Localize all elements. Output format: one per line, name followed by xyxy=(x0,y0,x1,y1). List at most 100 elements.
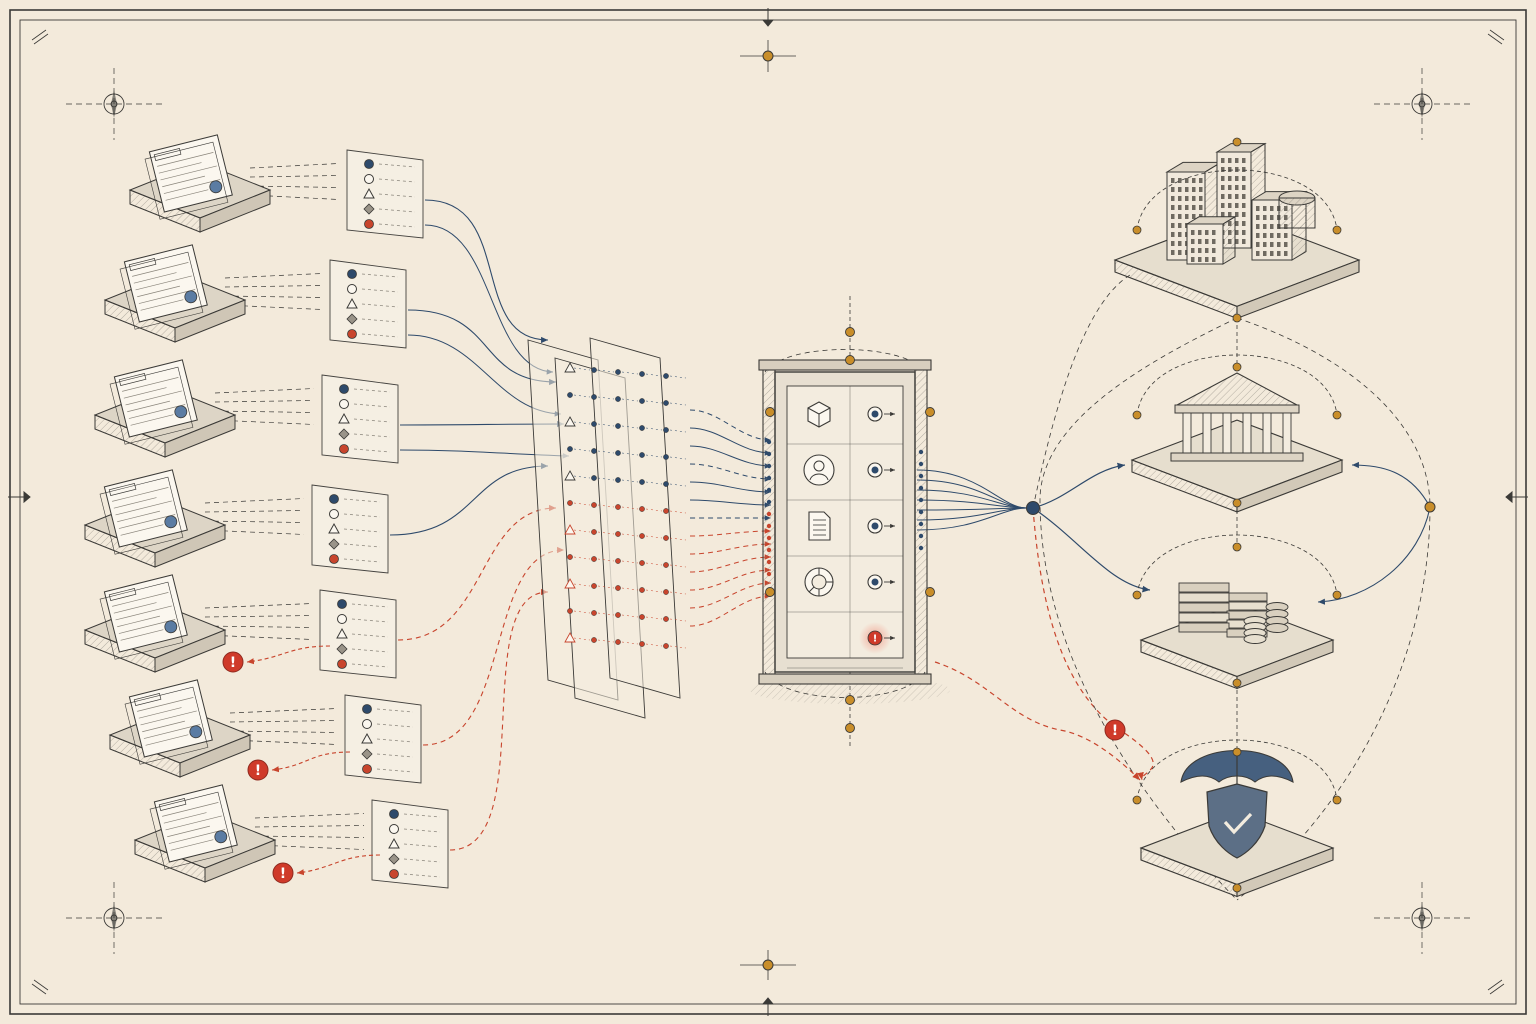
diamond-marker-icon xyxy=(361,748,414,760)
bank xyxy=(1130,354,1344,513)
document-sheet xyxy=(124,679,213,765)
grid-dot xyxy=(615,369,621,375)
input-port xyxy=(766,463,772,469)
flow-line xyxy=(689,580,772,609)
bill-stack xyxy=(1226,601,1268,611)
flow-line xyxy=(689,528,772,537)
document-sheet xyxy=(149,784,238,870)
flow-line xyxy=(204,603,313,609)
junction-node xyxy=(925,587,935,597)
filled-circle-marker-icon xyxy=(329,494,381,504)
flow-line xyxy=(224,304,323,310)
flow-line xyxy=(916,507,1028,531)
junction-node xyxy=(1232,542,1242,552)
bill-stack xyxy=(1178,622,1230,633)
triangle-marker-icon xyxy=(363,187,416,199)
alert-icon: ! xyxy=(272,862,294,884)
grid-dot xyxy=(639,479,645,485)
flow-line xyxy=(214,410,315,413)
grid-dot xyxy=(639,587,645,593)
alert-indicator-icon: ! xyxy=(859,622,895,654)
destination-platforms xyxy=(1026,137,1436,898)
svg-text:!: ! xyxy=(873,634,878,645)
compass-crosshair-icon xyxy=(1374,68,1470,140)
grid-dot xyxy=(639,452,645,458)
orange-circle-marker-icon xyxy=(362,764,414,774)
flow-line xyxy=(1032,507,1154,781)
border-frame xyxy=(8,8,1528,1016)
orange-circle-marker-icon xyxy=(329,554,381,564)
coin xyxy=(1265,623,1289,633)
flow-line xyxy=(1039,317,1238,901)
diamond-marker-icon xyxy=(336,643,389,655)
bill-stack xyxy=(1178,582,1230,593)
input-port xyxy=(766,511,772,517)
grid-dot xyxy=(639,506,645,512)
grid-dot xyxy=(591,367,597,373)
output-port xyxy=(918,509,924,515)
top-center-marker xyxy=(740,40,796,72)
document-sheet xyxy=(99,574,188,660)
grid-dot xyxy=(663,616,669,622)
grid-dot xyxy=(591,637,597,643)
crosshair-ornaments xyxy=(66,68,1470,954)
bill-stack xyxy=(1178,602,1230,613)
bottom-center-marker xyxy=(740,950,796,980)
input-port xyxy=(766,571,772,577)
output-port xyxy=(918,461,924,467)
flow-line xyxy=(229,708,338,714)
flow-line xyxy=(689,499,772,508)
grid-dot xyxy=(615,504,621,510)
flow-line xyxy=(254,835,365,838)
document-on-pallet-icon xyxy=(83,469,227,568)
city-buildings xyxy=(1113,137,1361,323)
junction-node xyxy=(845,723,855,733)
shield xyxy=(1206,783,1268,859)
cabinet-top xyxy=(758,359,932,371)
junction-node xyxy=(1232,137,1242,147)
document-on-pallet-icon xyxy=(93,359,237,458)
junction-node xyxy=(1132,410,1142,420)
document-tray-6 xyxy=(108,679,252,778)
corner-ornament-icon xyxy=(31,29,1505,995)
field-card xyxy=(319,589,397,679)
flow-line xyxy=(224,273,323,279)
money-stack-icon xyxy=(1139,582,1335,690)
grid-dot xyxy=(639,425,645,431)
diamond-marker-icon xyxy=(346,313,399,325)
svg-text:!: ! xyxy=(255,763,261,779)
error-flow-line xyxy=(296,854,381,876)
cabinet-base xyxy=(758,673,932,685)
flow-line xyxy=(1317,506,1431,605)
flow-line xyxy=(214,400,315,403)
flow-line xyxy=(1236,317,1431,901)
flow-line xyxy=(689,481,772,495)
grid-dot xyxy=(663,562,669,568)
junction-node xyxy=(1232,313,1242,323)
flow-line xyxy=(249,175,340,178)
grid-dot xyxy=(639,614,645,620)
right-junction-node xyxy=(1424,501,1436,513)
junction-node xyxy=(845,695,855,705)
document-tray-1 xyxy=(128,134,272,233)
input-port xyxy=(766,535,772,541)
error-flow-line xyxy=(271,751,351,773)
grid-dot xyxy=(663,427,669,433)
hollow-circle-marker-icon xyxy=(329,509,381,519)
junction-node xyxy=(1132,590,1142,600)
field-extraction-cards xyxy=(311,149,449,889)
flow-line xyxy=(689,593,772,627)
diamond-marker-icon xyxy=(388,853,441,865)
cabinet-slot-5: ! xyxy=(787,622,903,669)
junction-node xyxy=(1132,795,1142,805)
compass-crosshair-icon xyxy=(66,68,162,140)
bill-stack xyxy=(1226,592,1268,602)
grid-dot xyxy=(663,589,669,595)
alert-icon: ! xyxy=(247,759,269,781)
junction-node xyxy=(1232,498,1242,508)
document-sheet xyxy=(144,134,233,220)
guide-arc xyxy=(1136,739,1338,801)
status-indicator-icon xyxy=(867,574,895,590)
diamond-marker-icon xyxy=(363,203,416,215)
cabinet-slot-3 xyxy=(787,511,903,557)
